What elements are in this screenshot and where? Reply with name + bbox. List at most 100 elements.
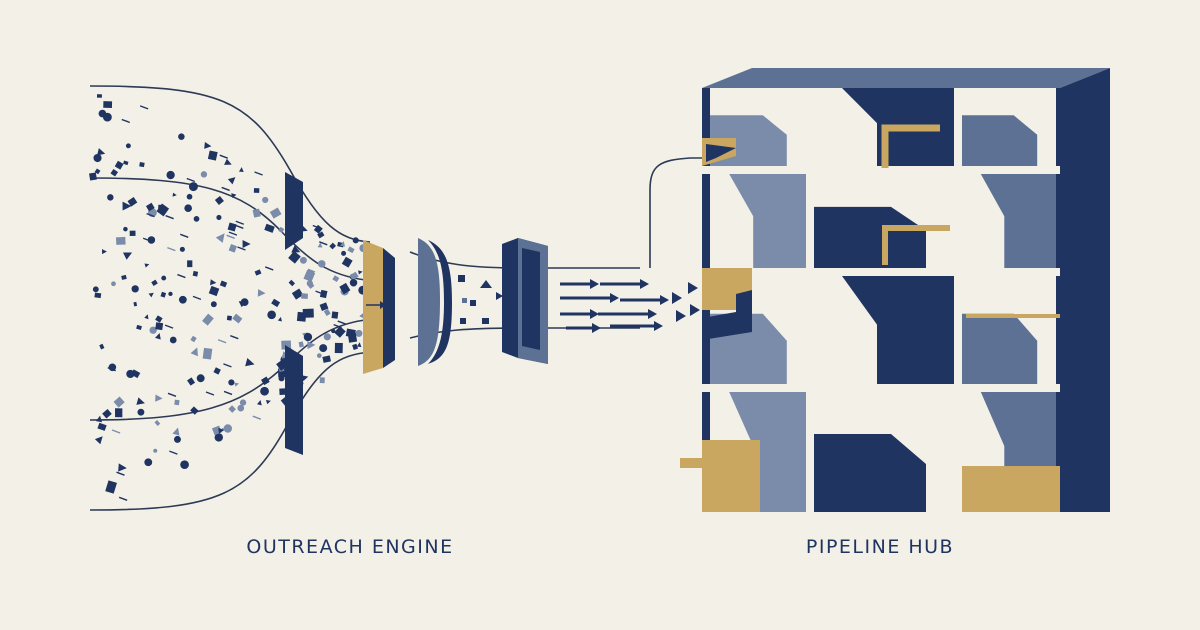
particle xyxy=(313,224,323,234)
particle xyxy=(316,353,322,358)
particle xyxy=(94,436,103,445)
particle xyxy=(352,343,359,351)
particle xyxy=(144,314,149,320)
particle xyxy=(180,233,189,238)
particle xyxy=(319,344,328,353)
cabinet-panel xyxy=(962,313,1038,384)
particle xyxy=(355,329,363,337)
particle xyxy=(276,359,288,371)
stream-particle xyxy=(690,304,700,316)
particle xyxy=(190,335,197,343)
particle xyxy=(92,286,99,293)
particle xyxy=(139,162,145,168)
particle-cloud xyxy=(89,94,368,501)
particle xyxy=(331,328,336,334)
particle xyxy=(224,158,232,165)
particle xyxy=(160,291,167,298)
particle xyxy=(301,375,309,382)
particle xyxy=(93,153,102,163)
particle xyxy=(345,328,356,338)
particle xyxy=(291,245,301,253)
particle xyxy=(190,406,199,415)
particle xyxy=(94,292,102,299)
connector-line xyxy=(649,157,706,268)
particle xyxy=(102,408,112,419)
particle xyxy=(97,422,107,431)
particle xyxy=(264,223,275,233)
particle xyxy=(167,392,177,397)
particle xyxy=(188,182,198,192)
particle xyxy=(226,234,235,239)
particle xyxy=(145,202,155,212)
particle xyxy=(136,397,145,405)
particle xyxy=(151,279,158,286)
particle xyxy=(217,339,227,344)
particle xyxy=(129,230,136,236)
particle xyxy=(172,427,180,436)
particle xyxy=(242,240,251,249)
particle xyxy=(235,220,245,225)
particle xyxy=(215,233,225,243)
particle xyxy=(166,170,175,180)
particle xyxy=(245,358,255,367)
particle xyxy=(102,112,112,122)
particle xyxy=(232,313,243,324)
gold-lens xyxy=(363,240,395,374)
particle xyxy=(202,313,214,326)
particle xyxy=(352,237,359,244)
particle xyxy=(303,332,313,342)
stream-particle xyxy=(688,282,698,294)
particle xyxy=(136,324,142,331)
particle xyxy=(227,177,236,185)
particle xyxy=(341,250,347,256)
particle xyxy=(186,193,193,200)
particle xyxy=(131,285,139,293)
particle xyxy=(216,214,222,221)
particle xyxy=(237,246,246,251)
particle xyxy=(204,142,212,149)
particle xyxy=(301,293,309,299)
particle xyxy=(118,496,128,501)
particle xyxy=(125,143,131,149)
particle xyxy=(207,150,218,161)
particle xyxy=(155,394,163,402)
particle xyxy=(299,256,307,264)
particle xyxy=(223,424,233,433)
particle xyxy=(172,192,177,197)
particle xyxy=(269,207,282,219)
particle xyxy=(103,101,113,109)
particle xyxy=(127,197,138,207)
particle xyxy=(257,289,266,297)
particle xyxy=(153,448,158,453)
particle xyxy=(200,171,208,178)
particle xyxy=(144,263,150,268)
particle xyxy=(303,269,316,283)
particle xyxy=(137,408,145,416)
particle xyxy=(192,270,199,277)
arrow-head xyxy=(648,309,657,319)
particle xyxy=(334,342,343,354)
particle xyxy=(165,215,174,220)
particle xyxy=(210,301,217,308)
particle xyxy=(164,324,174,329)
particle xyxy=(331,311,339,319)
particle xyxy=(173,435,181,443)
particle xyxy=(223,390,233,396)
particle xyxy=(169,336,177,344)
particle xyxy=(237,404,245,412)
particle xyxy=(205,391,215,396)
filter-lens xyxy=(418,238,452,366)
particle xyxy=(121,274,127,280)
particle xyxy=(110,169,119,177)
lower-baffle xyxy=(285,345,303,455)
particle xyxy=(116,471,125,476)
particle xyxy=(179,246,185,252)
particle xyxy=(234,382,240,387)
particle xyxy=(235,224,244,229)
particle xyxy=(178,295,187,304)
particle xyxy=(332,275,340,283)
particle xyxy=(312,224,322,230)
particle xyxy=(108,363,117,372)
particle xyxy=(105,480,117,494)
